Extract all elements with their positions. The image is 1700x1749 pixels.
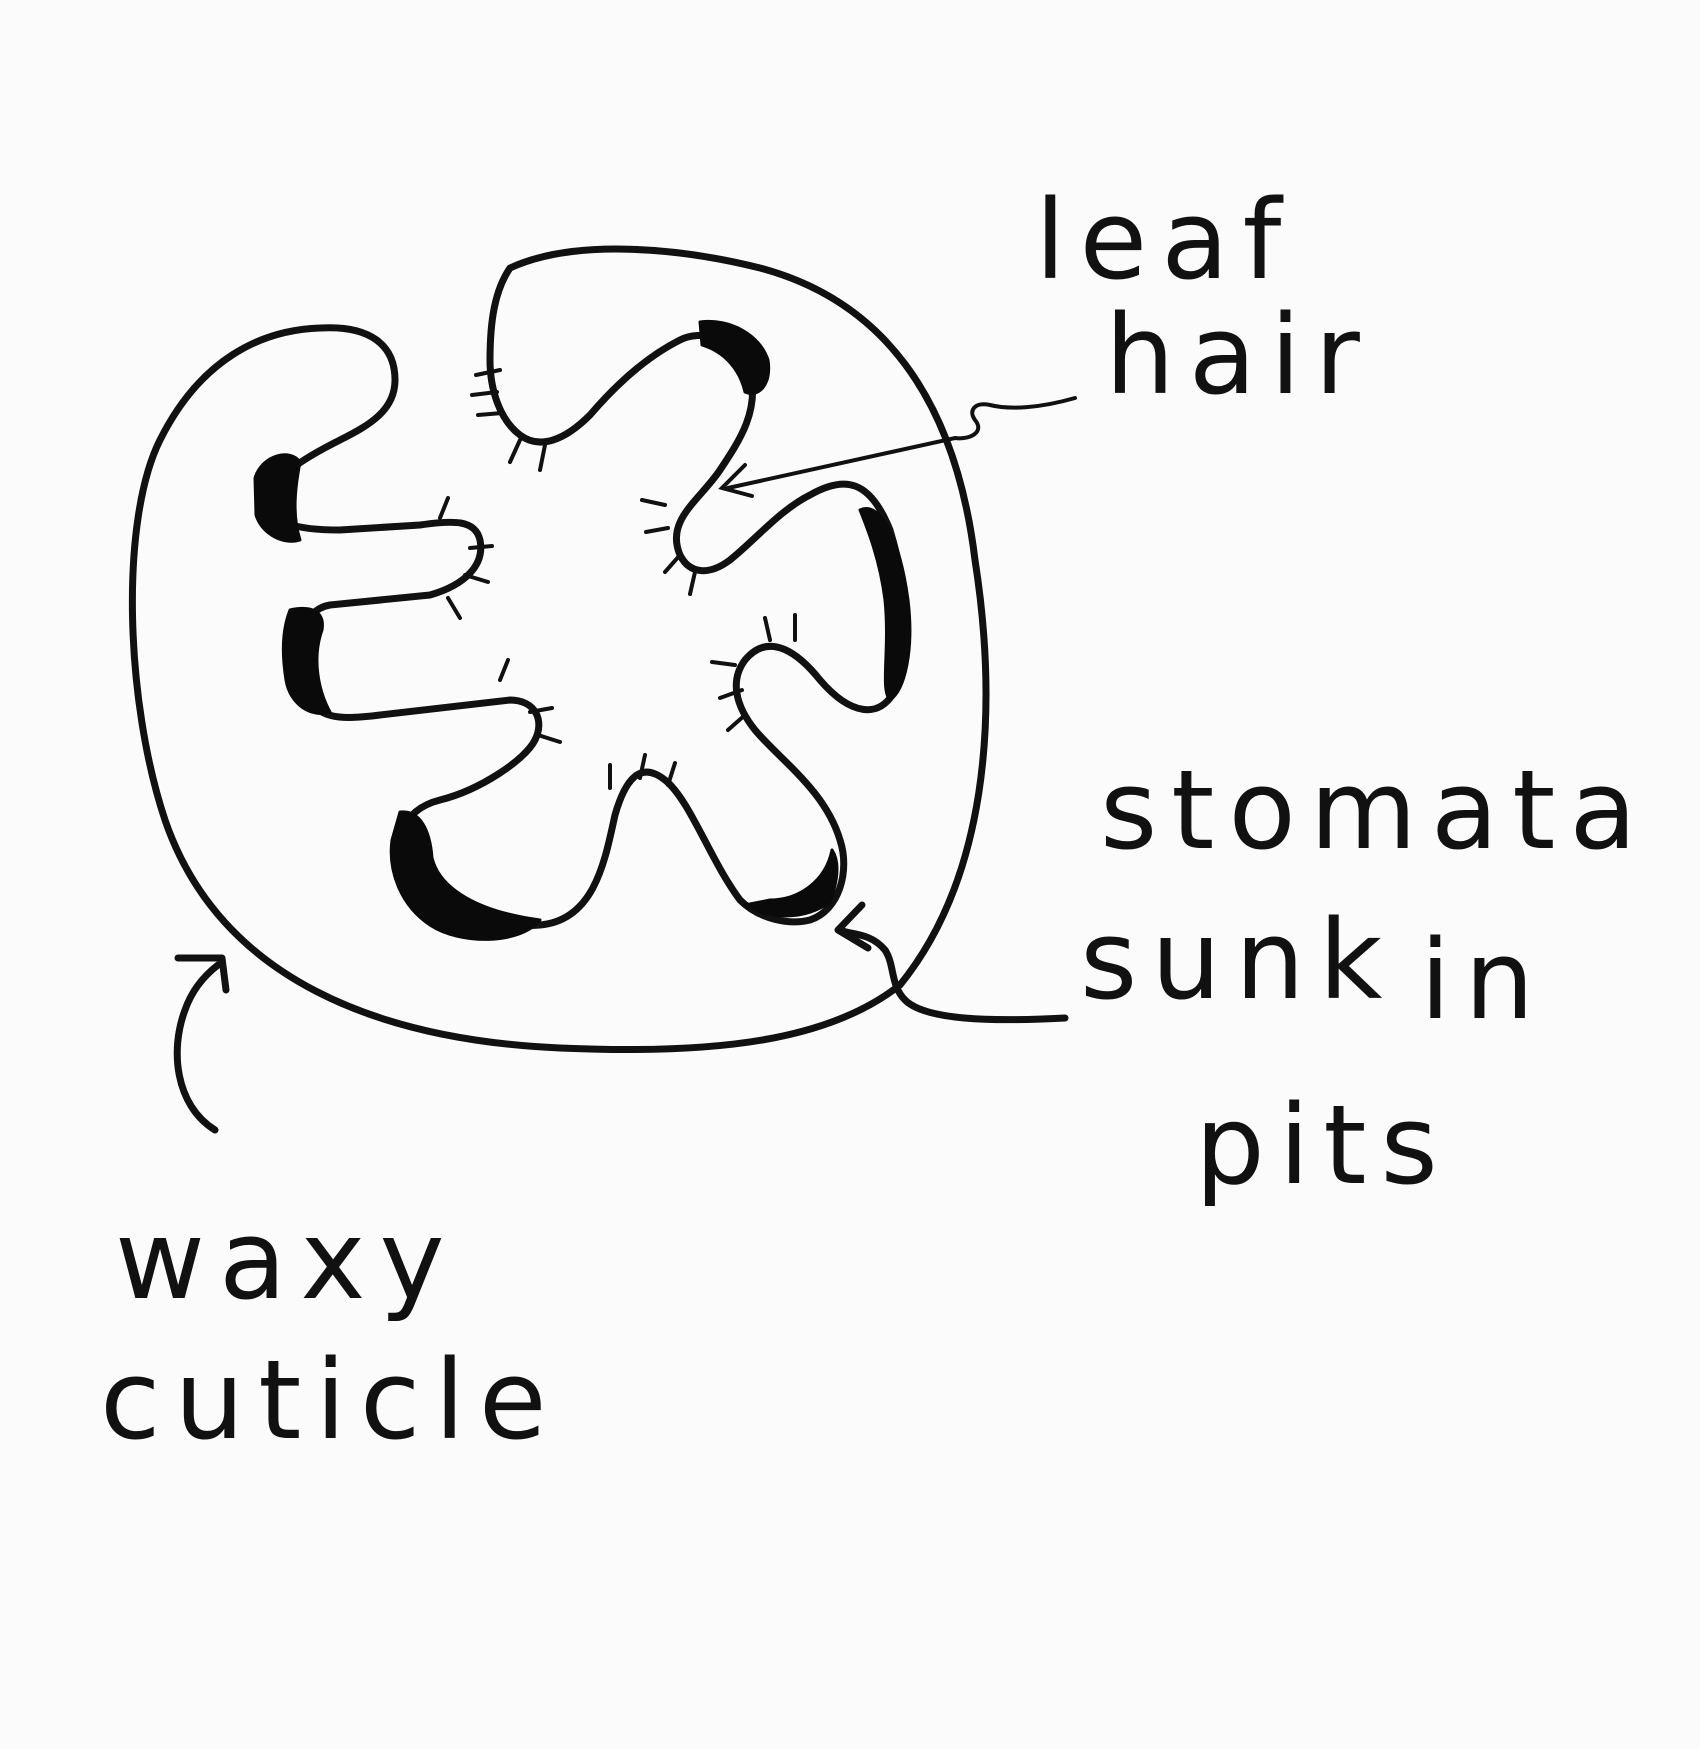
stomata-label-line-2: sunk (1080, 896, 1397, 1024)
leaf-outline (128, 245, 990, 1054)
leaf-hairs (438, 368, 797, 790)
cuticle-label-line-2: cuticle (100, 1336, 561, 1464)
cuticle-pointer (173, 961, 222, 1134)
stomata-pointer (836, 926, 1069, 1024)
stomata-label-line-1: stomata (1100, 746, 1651, 874)
waxy-patch (281, 606, 332, 715)
waxy-patch (698, 319, 771, 395)
leaf-hair-pointer (726, 396, 1077, 490)
stomata-label-line-3: in (1420, 916, 1549, 1044)
leaf-hair-arrowhead (718, 463, 754, 498)
leaf-hair-label-line-1: leaf (1035, 176, 1296, 304)
stomata-label-line-4: pits (1195, 1081, 1452, 1209)
waxy-patch (858, 507, 912, 702)
stomata-arrowhead (834, 901, 872, 952)
waxy-patch (253, 453, 302, 543)
cuticle-arrowhead (174, 954, 230, 994)
leaf-hair-label-line-2: hair (1105, 291, 1374, 419)
waxy-patch (743, 848, 839, 918)
cuticle-label-line-1: waxy (115, 1196, 459, 1324)
waxy-patch (389, 810, 542, 941)
